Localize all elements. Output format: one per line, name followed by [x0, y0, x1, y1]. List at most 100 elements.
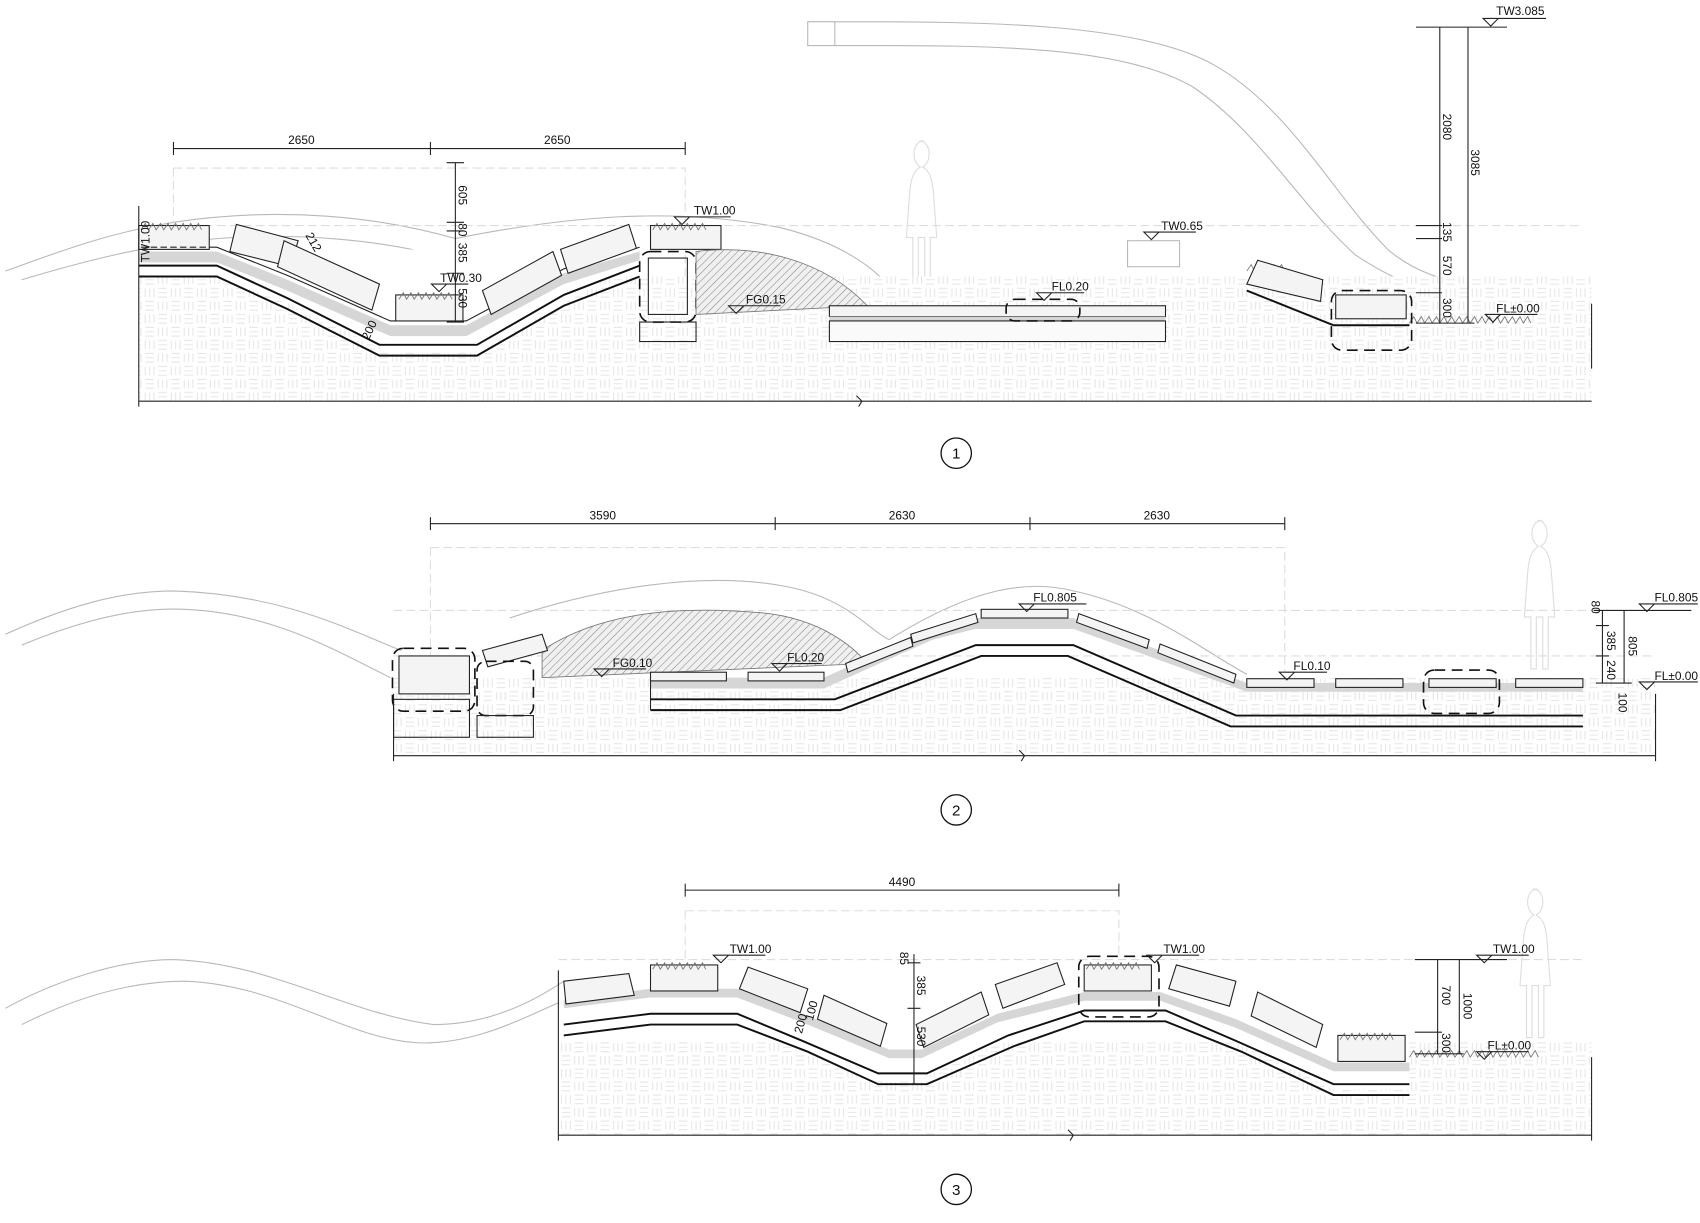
right-slope-planter — [1246, 259, 1324, 303]
bench-outline — [1127, 240, 1181, 268]
dim-text: 80 — [456, 223, 470, 237]
dim-text: 135 — [1440, 222, 1454, 242]
planting-band — [138, 251, 640, 337]
structural-slab-bottom — [138, 275, 641, 357]
svg-text:TW0.30: TW0.30 — [440, 271, 482, 285]
dim-text: 2650 — [544, 133, 571, 147]
svg-text:TW1.00: TW1.00 — [1163, 942, 1205, 956]
earth-mound — [541, 609, 869, 679]
dim-text: 85 — [897, 952, 911, 966]
elevation-marker: FL0.805 — [1017, 591, 1087, 613]
dim-text: 385 — [456, 243, 470, 263]
planting-band — [563, 988, 1410, 1072]
section-number: 2 — [952, 802, 960, 819]
human-scale-figure — [905, 140, 938, 287]
human-scale-figure — [1523, 519, 1556, 670]
section-baseline — [557, 970, 1593, 1141]
dim-text: 3085 — [1468, 149, 1482, 176]
svg-text:TW1.00: TW1.00 — [730, 942, 772, 956]
paving-slab — [828, 305, 1167, 343]
svg-text:TW3.085: TW3.085 — [1496, 4, 1545, 18]
svg-text:FL0.20: FL0.20 — [1052, 280, 1089, 294]
svg-text:TW1.00: TW1.00 — [1493, 942, 1535, 956]
ghost-canopy-curve — [807, 21, 1583, 305]
dim-text: 2650 — [288, 133, 315, 147]
section-2: 3590 2630 2630 80 385 240 100 805 FG0.10… — [5, 508, 1699, 826]
section-number-badge — [940, 794, 973, 826]
horizontal-dimension-chain: 2650 2650 — [172, 133, 686, 156]
svg-text:FL±0.00: FL±0.00 — [1654, 669, 1698, 683]
dim-text: 80 — [1589, 601, 1603, 615]
structural-slab-top — [138, 264, 641, 346]
planter-blocks — [138, 222, 1532, 324]
elevation-marker: FG0.15 — [727, 293, 786, 315]
dim-text: 605 — [456, 185, 470, 205]
svg-text:FL0.805: FL0.805 — [1654, 591, 1698, 605]
detail-callout-left — [391, 647, 476, 713]
svg-text:TW0.65: TW0.65 — [1161, 219, 1203, 233]
dim-text: 300 — [1439, 1033, 1453, 1053]
elevation-marker: TW0.30 — [430, 271, 482, 293]
planter-blocks — [563, 961, 1539, 1062]
svg-text:TW1.00: TW1.00 — [694, 204, 736, 218]
elevation-marker: FG0.10 — [592, 656, 653, 678]
elevation-label: TW1.00 — [139, 220, 153, 262]
paver-blocks — [649, 608, 1584, 688]
section-baseline — [393, 693, 1657, 762]
right-dimension-chain: 700 300 1000 — [1414, 958, 1508, 1055]
right-dimension-chain: 80 385 240 100 805 — [1589, 601, 1692, 713]
human-scale-figure — [1519, 888, 1551, 1039]
section-3: 4490 85 385 530 200 100 700 300 1000 TW1… — [5, 875, 1593, 1206]
dim-text: 570 — [1440, 256, 1454, 276]
section-baseline — [138, 206, 1593, 407]
vertical-dimension-chain: 85 385 530 200 100 — [791, 952, 928, 1085]
section-number: 3 — [952, 1182, 960, 1199]
elevation-marker: TW1.00 — [1145, 942, 1205, 964]
elevation-marker: FL0.20 — [1035, 280, 1089, 302]
elevation-marker: FL±0.00 — [1484, 301, 1540, 323]
section-number: 1 — [952, 446, 960, 463]
ghost-wall-curve — [5, 958, 565, 1044]
dim-text: 100 — [1616, 693, 1630, 713]
structural-slab-top — [650, 644, 1583, 717]
section-number-badge — [940, 1173, 973, 1206]
elevation-marker: FL0.10 — [1278, 659, 1331, 681]
elevation-marker: FL±0.00 — [1475, 1039, 1532, 1061]
left-planter — [398, 655, 470, 695]
detail-callout-box — [1077, 955, 1160, 1018]
detail-callout-paving — [1422, 669, 1501, 715]
elevation-marker: TW3.085 — [1481, 4, 1547, 27]
dim-text: 530 — [456, 288, 470, 308]
dim-text: 300 — [1440, 298, 1454, 318]
dim-text: 2630 — [889, 508, 916, 522]
svg-text:FL0.20: FL0.20 — [787, 650, 824, 664]
svg-text:FL0.805: FL0.805 — [1033, 591, 1077, 605]
section-1: 2650 2650 605 80 385 530 212 200 2080 13… — [5, 4, 1593, 470]
svg-text:FG0.15: FG0.15 — [746, 293, 786, 307]
dim-text: 100 — [802, 999, 821, 1022]
horizontal-dimension-chain: 4490 — [684, 875, 1120, 897]
dim-text: 700 — [1439, 985, 1453, 1005]
right-dimension-chain: 2080 135 570 300 3085 — [1415, 26, 1508, 324]
ghost-wall-curve — [5, 579, 1248, 679]
dim-text: 385 — [1604, 631, 1618, 651]
dim-text: 2080 — [1440, 114, 1454, 141]
dim-text: 385 — [914, 976, 928, 996]
elevation-marker: FL0.20 — [770, 650, 825, 672]
svg-text:FL±0.00: FL±0.00 — [1496, 301, 1540, 315]
structural-slab-top — [563, 1009, 1410, 1086]
svg-text:FL±0.00: FL±0.00 — [1488, 1039, 1532, 1053]
dim-text: 2630 — [1144, 508, 1171, 522]
horizontal-dimension-chain: 3590 2630 2630 — [429, 508, 1286, 531]
dim-text: 1000 — [1461, 993, 1475, 1020]
dim-text: 3590 — [590, 508, 617, 522]
elevation-marker: TW1.00 — [673, 204, 736, 226]
guide-lines — [138, 167, 1583, 320]
dim-text: 200 — [791, 1012, 810, 1035]
vertical-dimension-chain: 605 80 385 530 212 200 — [303, 162, 470, 342]
ground-hatch — [558, 1040, 1592, 1136]
elevation-marker: FL0.805 — [1637, 591, 1699, 613]
svg-text:FG0.10: FG0.10 — [613, 656, 653, 670]
elevation-marker: TW1.00 — [1475, 942, 1535, 964]
